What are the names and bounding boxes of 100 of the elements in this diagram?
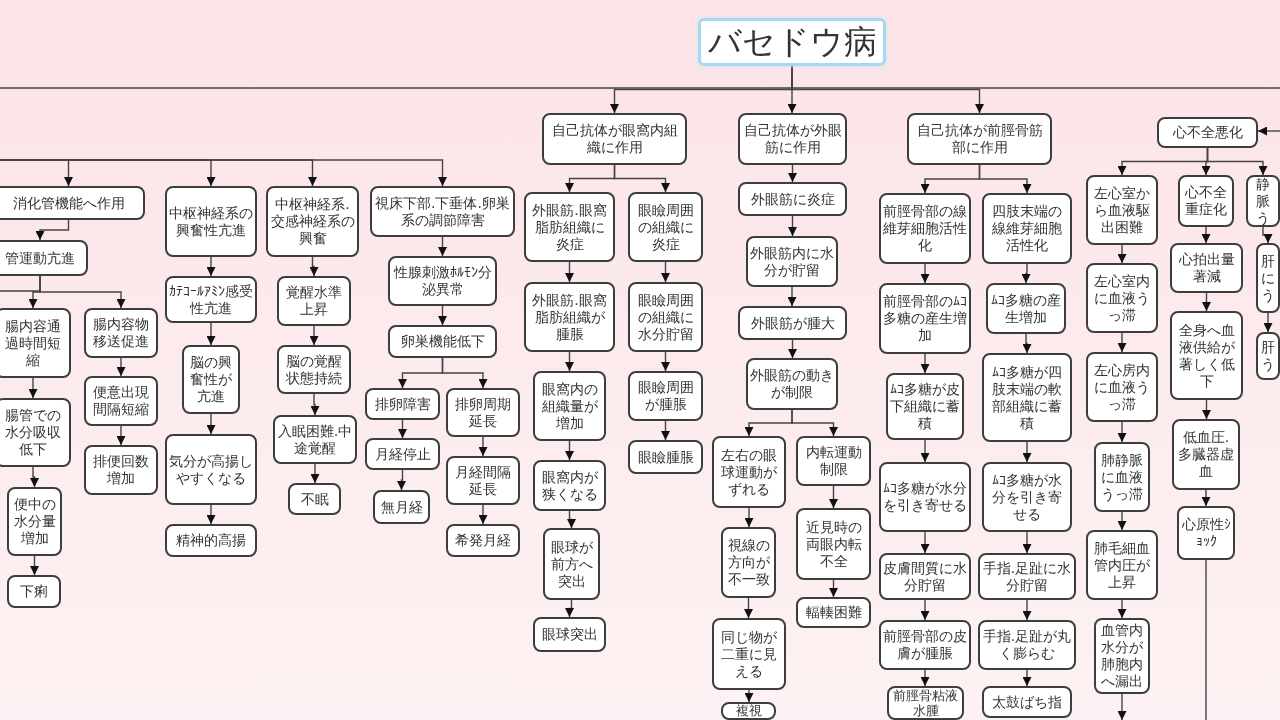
process-box: 外眼筋の動きが制限 bbox=[746, 358, 838, 410]
process-box: 眼瞼腫脹 bbox=[628, 440, 703, 474]
process-box: 手指.足趾に水分貯留 bbox=[978, 553, 1076, 600]
arrow bbox=[0, 159, 447, 187]
connector-line bbox=[0, 275, 41, 292]
process-box: 排卵障害 bbox=[365, 388, 440, 420]
process-box: 太鼓ばち指 bbox=[982, 686, 1072, 718]
process-box: ﾑｺ多糖の産生増加 bbox=[986, 283, 1066, 334]
arrow bbox=[1263, 312, 1273, 333]
process-box: 排卵周期延長 bbox=[446, 388, 520, 437]
process-box: 心不全悪化 bbox=[1157, 117, 1258, 148]
process-box: 卵巣機能低下 bbox=[388, 325, 497, 358]
arrow bbox=[787, 286, 797, 307]
process-box: 左心房内に血液うっ滞 bbox=[1086, 352, 1158, 422]
process-box: 自己抗体が眼窩内組織に作用 bbox=[542, 113, 687, 165]
process-box: 前脛骨粘液水腫 bbox=[887, 686, 964, 720]
process-box: 精神的高揚 bbox=[165, 524, 257, 557]
arrow bbox=[1202, 399, 1211, 420]
connector-line bbox=[1205, 559, 1207, 720]
process-box: 肺毛細血管内圧が上昇 bbox=[1086, 530, 1158, 600]
arrow bbox=[788, 215, 797, 237]
process-box: 脳の覚醒状態持続 bbox=[277, 345, 351, 394]
process-box: 視線の方向が不一致 bbox=[721, 527, 776, 598]
arrow bbox=[788, 339, 797, 359]
arrow bbox=[565, 351, 574, 372]
arrow bbox=[1202, 292, 1211, 312]
process-box: 便中の水分量増加 bbox=[7, 487, 62, 556]
process-box: 輻輳困難 bbox=[796, 597, 871, 628]
arrow bbox=[565, 599, 574, 618]
arrow bbox=[30, 466, 39, 488]
process-box: 眼瞼周囲の組織に炎症 bbox=[628, 192, 703, 262]
arrow bbox=[30, 555, 39, 576]
arrow bbox=[661, 420, 670, 441]
process-box: 下痢 bbox=[7, 575, 61, 608]
arrow bbox=[920, 263, 930, 284]
process-box: 中枢神経系.交感神経系の興奮 bbox=[266, 186, 359, 257]
process-box: 血管内水分が肺胞内へ漏出 bbox=[1094, 618, 1150, 694]
arrow bbox=[206, 256, 216, 277]
arrow bbox=[1201, 489, 1211, 507]
process-box: 低血圧.多臓器虚血 bbox=[1172, 419, 1240, 490]
process-box: 外眼筋が腫大 bbox=[738, 306, 847, 340]
arrow bbox=[35, 219, 70, 241]
process-box: 外眼筋に炎症 bbox=[738, 182, 847, 216]
process-box: 不眠 bbox=[288, 483, 341, 515]
process-box: 希発月経 bbox=[446, 524, 520, 557]
title-box: バセドウ病 bbox=[698, 18, 886, 66]
arrow bbox=[1117, 332, 1127, 353]
process-box: 便意出現間隔短縮 bbox=[84, 376, 158, 426]
arrow bbox=[438, 236, 447, 257]
arrow bbox=[920, 439, 930, 463]
process-box: 前脛骨部の皮膚が腫脹 bbox=[879, 620, 971, 670]
arrow bbox=[920, 353, 930, 374]
arrow bbox=[1021, 263, 1031, 284]
process-box: 四肢末端の線維芽細胞活性化 bbox=[982, 193, 1072, 264]
process-box: 皮膚間質に水分貯留 bbox=[879, 553, 971, 600]
arrow bbox=[1262, 226, 1273, 244]
process-box: 外眼筋内に水分が貯留 bbox=[746, 236, 838, 287]
process-box: 肝にう bbox=[1256, 243, 1280, 313]
process-box: ﾑｺ多糖が四肢末端の軟部組織に蓄積 bbox=[982, 353, 1072, 442]
process-box: ﾑｺ多糖が水分を引き寄せる bbox=[982, 462, 1072, 532]
arrow bbox=[397, 469, 406, 491]
process-box: 前脛骨部のﾑｺ多糖の産生増加 bbox=[879, 283, 971, 354]
arrow bbox=[310, 463, 320, 484]
process-box: 眼瞼周囲が腫脹 bbox=[628, 371, 703, 421]
process-box: 入眠困難.中途覚醒 bbox=[273, 415, 357, 464]
arrow bbox=[978, 164, 1032, 194]
arrow bbox=[116, 425, 126, 446]
arrow bbox=[206, 413, 216, 435]
process-box: 近見時の両眼内転不全 bbox=[796, 508, 871, 580]
arrow bbox=[206, 504, 216, 525]
process-box: 心拍出量著減 bbox=[1170, 243, 1243, 293]
arrow bbox=[1257, 126, 1280, 136]
arrow bbox=[1022, 599, 1032, 621]
arrow bbox=[478, 504, 488, 525]
process-box: 手指.足趾が丸く膨らむ bbox=[978, 620, 1076, 670]
arrow bbox=[788, 164, 797, 183]
arrow bbox=[1117, 244, 1127, 264]
process-box: 外眼筋.眼窩脂肪組織に炎症 bbox=[524, 192, 615, 262]
process-box: 肺静脈に血液うっ滞 bbox=[1094, 442, 1150, 512]
process-box: 気分が高揚しやすくなる bbox=[165, 434, 257, 505]
arrow bbox=[744, 689, 754, 703]
process-box: 左心室内に血液うっ滞 bbox=[1086, 263, 1158, 333]
arrow bbox=[829, 485, 838, 509]
process-box: 心原性ｼｮｯｸ bbox=[1177, 506, 1235, 560]
arrow bbox=[309, 256, 319, 277]
arrow bbox=[791, 409, 838, 437]
process-box: ﾑｺ多糖が水分を引き寄せる bbox=[879, 462, 971, 532]
process-box: 前脛骨部の線維芽細胞活性化 bbox=[879, 193, 971, 264]
process-box: 眼球突出 bbox=[533, 617, 606, 652]
process-box: 無月経 bbox=[373, 490, 430, 524]
arrow bbox=[661, 351, 670, 372]
arrow bbox=[441, 357, 488, 389]
arrow bbox=[1022, 441, 1032, 463]
process-box: 眼窩内が狭くなる bbox=[533, 460, 606, 511]
arrow bbox=[309, 325, 319, 346]
arrow bbox=[920, 669, 930, 687]
process-box: 性腺刺激ﾎﾙﾓﾝ分泌異常 bbox=[388, 256, 497, 306]
process-box: 外眼筋.眼窩脂肪組織が腫脹 bbox=[524, 282, 615, 352]
process-box: 全身へ血液供給が著しく低下 bbox=[1170, 311, 1243, 400]
arrow bbox=[1117, 421, 1127, 443]
